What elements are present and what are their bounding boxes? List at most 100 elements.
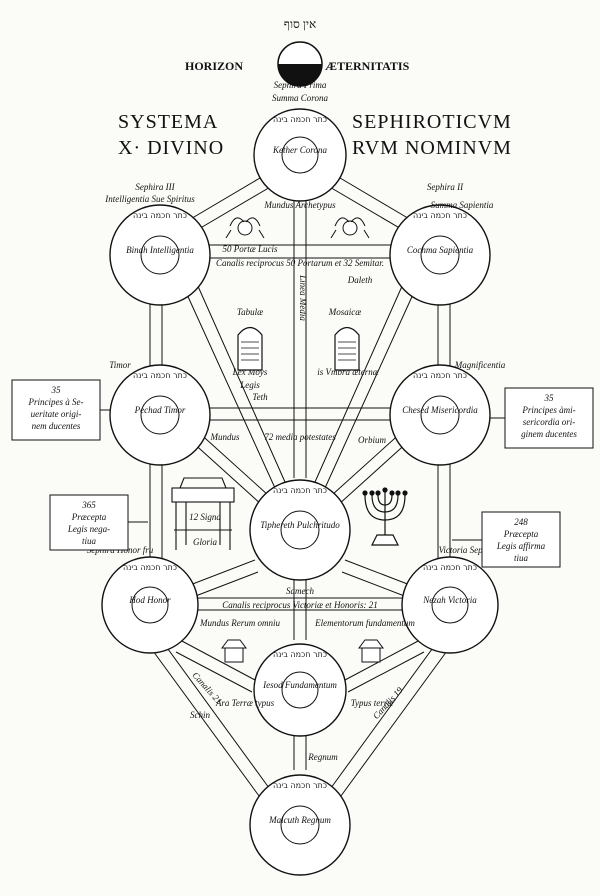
label-canalis-21: Canalis 21 (190, 670, 224, 706)
box-right-top: 35 Principes àmi- sericordia ori- ginem … (504, 387, 594, 449)
label-timor: Timor (109, 360, 131, 370)
label-12-signa: 12 Signa (189, 512, 221, 522)
ring-iesod: כתר חכמה בינה (273, 650, 327, 659)
box-right-bottom-line-3: Legis affirma (496, 541, 546, 551)
label-typus-terrae: Typus terræ (351, 698, 394, 708)
box-right-bottom-line-1: 248 (514, 517, 528, 527)
ring-binah: כתר חכמה בינה (133, 211, 187, 220)
sephira-chesed: Chesed Misericordia (389, 364, 491, 466)
label-gloria: Gloria (193, 537, 218, 547)
label-ara-terrae: Ara Terræ typus (215, 698, 275, 708)
cherub-right-icon (330, 217, 370, 239)
tiphereth-label: Tiphereth Pulchritudo (260, 520, 340, 530)
iesod-label: Iesod Fundamentum (262, 680, 337, 690)
box-left-top-line-1: 35 (51, 385, 62, 395)
summa-corona: Summa Corona (272, 93, 328, 103)
sephira-malcuth: Malcuth Regnum (249, 774, 351, 876)
hebrew-ring-texts: כתר חכמה בינה כתר חכמה בינה כתר חכמה בינ… (123, 115, 477, 790)
box-connectors (100, 409, 505, 541)
table-showbread-icon (171, 477, 235, 550)
sephira-cochma: Cochma Sapientia (389, 204, 491, 306)
box-left-top-line-4: nem ducentes (32, 421, 81, 431)
horizon-right: ÆTERNITATIS (325, 59, 410, 73)
ring-cochma: כתר חכמה בינה (413, 211, 467, 220)
label-media-potestates: 72 media potestates (264, 432, 336, 442)
label-mundus-archetypus: Mundus Archetypus (263, 200, 336, 210)
subtitle-right: RVM NOMINVM (352, 137, 512, 159)
label-sephira2: Sephira II (427, 182, 464, 192)
label-canalis-victoriae: Canalis reciprocus Victoriæ et Honoris: … (222, 600, 377, 610)
box-left-bottom-line-2: Præcepta (71, 512, 107, 522)
label-schin: Schin (190, 710, 210, 720)
hod-label: Hod Honor (128, 595, 171, 605)
nezah-label: Nezah Victoria (422, 595, 477, 605)
ring-malcuth: כתר חכמה בינה (273, 781, 327, 790)
label-mundus: Mundus (210, 432, 240, 442)
subtitle-left: X· DIVINO (118, 137, 224, 159)
label-portae-lucis: 50 Portæ Lucis (222, 244, 278, 254)
box-right-bottom: 248 Præcepta Legis affirma tiua (481, 511, 561, 568)
box-left-top-line-2: Principes à Se- (28, 397, 84, 407)
box-left-top-line-3: ueritate origi- (31, 409, 82, 419)
sephira-nezah: Nezah Victoria (401, 556, 499, 654)
box-right-top-line-4: ginem ducentes (521, 429, 577, 439)
sephira-iesod: Iesod Fundamentum (253, 643, 347, 737)
label-daleth: Daleth (347, 275, 373, 285)
sephira-pechad: Pechad Timor (109, 364, 211, 466)
altar-right-icon (358, 639, 384, 663)
title-right: SEPHIROTICVM (352, 111, 512, 133)
title-left: SYSTEMA (118, 111, 218, 133)
ring-tiphereth: כתר חכמה בינה (273, 486, 327, 495)
binah-label: Binah Intelligentia (126, 245, 194, 255)
label-mosaicae: Mosaicæ (328, 307, 362, 317)
chesed-label: Chesed Misericordia (402, 405, 478, 415)
ring-hod: כתר חכמה בינה (123, 563, 177, 572)
menorah-icon (362, 487, 408, 546)
box-left-bottom-line-4: tiua (82, 536, 97, 546)
box-right-top-line-3: sericordia ori- (523, 417, 575, 427)
box-left-top: 35 Principes à Se- ueritate origi- nem d… (11, 379, 101, 441)
kether-label: Kether Corona (272, 145, 327, 155)
hebrew-ein-sof: אין סוף (284, 17, 317, 31)
box-left-bottom-line-3: Legis nega- (67, 524, 110, 534)
label-mundus-rerum: Mundus Rerum omniu (199, 618, 280, 628)
tablets-icon (237, 326, 360, 371)
horizon-left: HORIZON (185, 59, 243, 73)
canals (144, 174, 456, 801)
horizon-orb (277, 41, 323, 87)
box-right-top-line-1: 35 (544, 393, 555, 403)
sephira-binah: Binah Intelligentia (109, 204, 211, 306)
label-teth: Teth (252, 392, 268, 402)
label-summa-sapientia: Summa Sapientia (431, 200, 494, 210)
label-linea-media: Linea Media (298, 274, 308, 321)
malcuth-label: Malcuth Regnum (268, 815, 331, 825)
label-orbium: Orbium (358, 435, 387, 445)
label-lex-moys: Lex Moys (232, 367, 268, 377)
label-samech: Samech (286, 586, 314, 596)
ring-kether: כתר חכמה בינה (273, 115, 327, 124)
box-right-bottom-line-4: tiua (514, 553, 529, 563)
sephira-prima: Sephira Prima (274, 80, 327, 90)
altar-left-icon (221, 639, 247, 663)
pechad-label: Pechad Timor (134, 405, 186, 415)
label-regnum: Regnum (307, 752, 338, 762)
box-left-bottom: 365 Præcepta Legis nega- tiua (49, 494, 129, 551)
ring-chesed: כתר חכמה בינה (413, 371, 467, 380)
label-tabulae: Tabulæ (237, 307, 263, 317)
ring-pechad: כתר חכמה בינה (133, 371, 187, 380)
label-umbra: is Vmbra æternæ (317, 367, 379, 377)
sephira-kether: Kether Corona (253, 108, 347, 202)
label-victoria-sephira: Victoria Sephira VII (439, 545, 513, 555)
label-canalis-reciprocus: Canalis reciprocus 50 Portarum et 32 Sem… (216, 258, 384, 268)
label-magnificentia: Magnificentia (454, 360, 506, 370)
ring-nezah: כתר חכמה בינה (423, 563, 477, 572)
cherub-left-icon (225, 217, 265, 239)
label-legis: Legis (239, 380, 260, 390)
label-intelligentia: Intelligentia Sue Spiritus (104, 194, 195, 204)
cochma-label: Cochma Sapientia (407, 245, 474, 255)
box-right-top-line-2: Principes àmi- (521, 405, 575, 415)
box-right-bottom-line-2: Præcepta (503, 529, 539, 539)
label-elementorum: Elementorum fundamentum (314, 618, 415, 628)
